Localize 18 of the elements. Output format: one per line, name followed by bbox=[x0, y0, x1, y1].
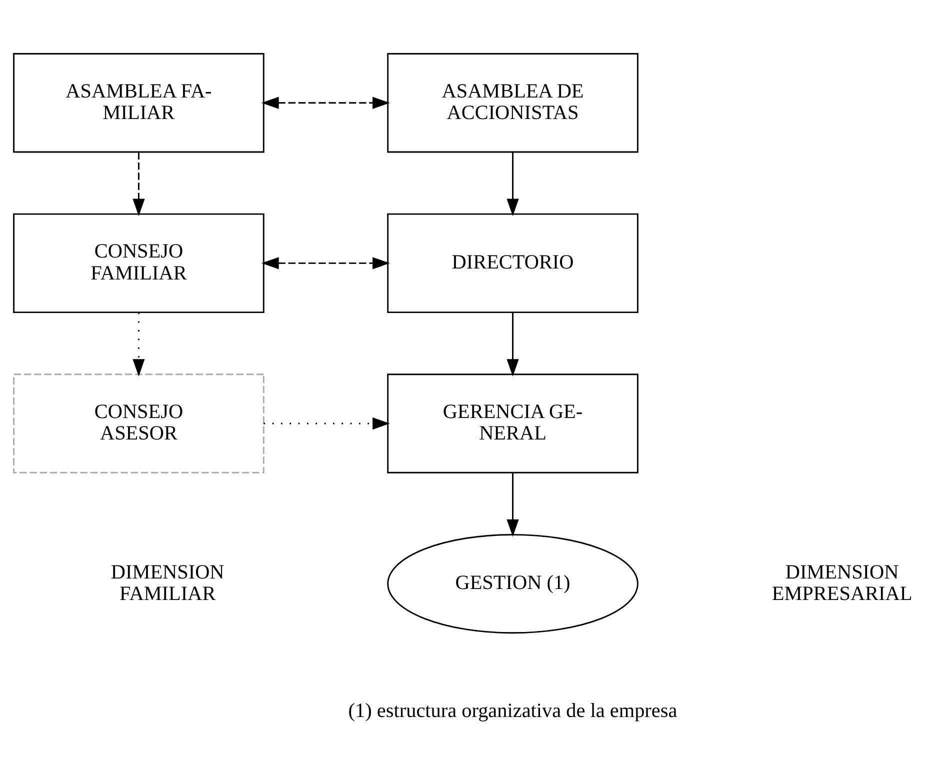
arrow bbox=[261, 96, 390, 109]
arrow bbox=[506, 312, 519, 376]
label: (1) estructura organizativa de la empresa bbox=[348, 700, 678, 722]
arrow bbox=[506, 473, 519, 537]
node-box: GERENCIA GE- NERAL bbox=[387, 374, 638, 474]
node-box: CONSEJO ASESOR bbox=[13, 374, 264, 474]
label: DIMENSION EMPRESARIAL bbox=[772, 561, 912, 605]
label: DIMENSION FAMILIAR bbox=[110, 561, 224, 605]
node-ellipse: GESTION (1) bbox=[387, 534, 638, 634]
arrow bbox=[261, 257, 390, 270]
node-box: ASAMBLEA DE ACCIONISTAS bbox=[387, 53, 638, 153]
node-box: ASAMBLEA FA- MILIAR bbox=[13, 53, 264, 153]
arrow bbox=[506, 152, 519, 216]
node-box: DIRECTORIO bbox=[387, 213, 638, 314]
arrow bbox=[132, 312, 145, 376]
arrow bbox=[264, 417, 390, 430]
arrow bbox=[132, 152, 145, 216]
node-box: CONSEJO FAMILIAR bbox=[13, 213, 264, 314]
